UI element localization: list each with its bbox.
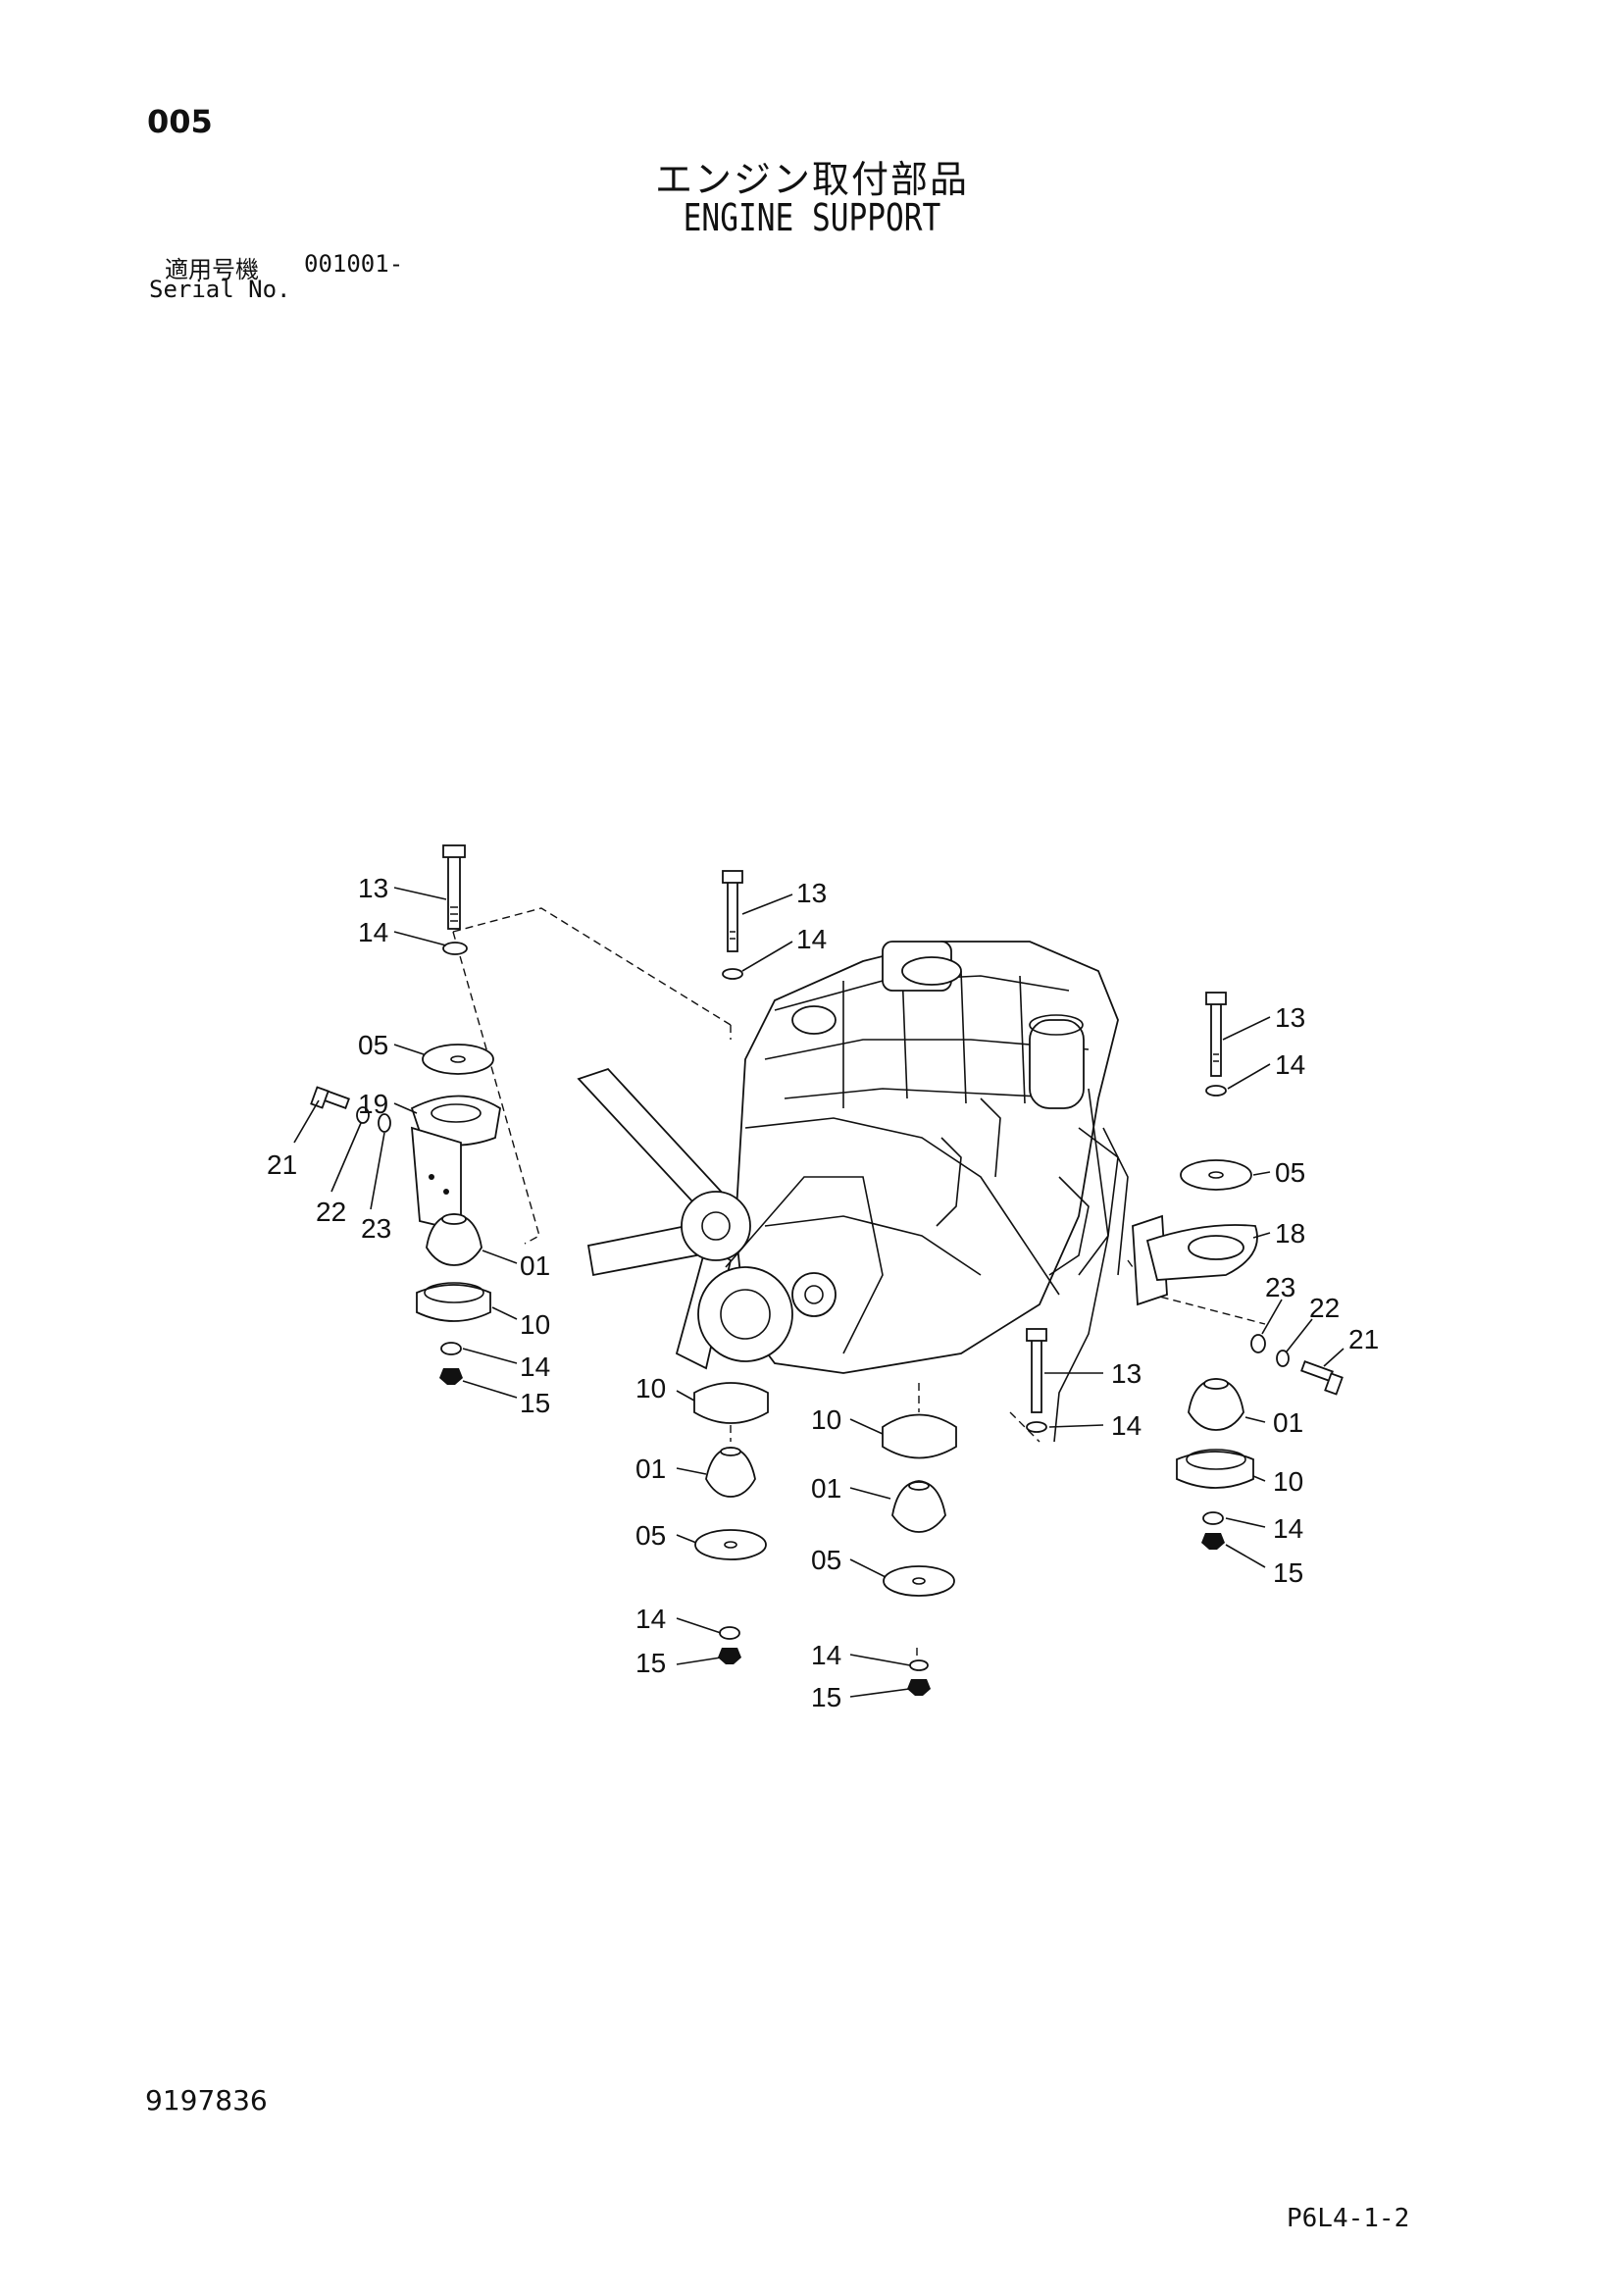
callout-01: 01 (811, 1473, 841, 1504)
callout-labels: 13 14 05 19 21 22 23 01 10 14 15 13 14 1… (267, 873, 1379, 1712)
left-mount-parts (310, 844, 501, 1385)
leader-lines (293, 887, 1345, 1698)
callout-14: 14 (796, 924, 827, 954)
callout-14: 14 (358, 917, 388, 947)
callout-13: 13 (796, 878, 827, 908)
document-number: 9197836 (145, 2084, 268, 2117)
bottom-center-stack (882, 1413, 957, 1696)
callout-13: 13 (1111, 1358, 1142, 1389)
callout-05: 05 (358, 1030, 388, 1060)
callout-19: 19 (358, 1089, 388, 1119)
callout-13: 13 (358, 873, 388, 903)
bottom-left-stack (693, 1382, 769, 1664)
page-title-english: ENGINE SUPPORT (683, 196, 941, 239)
callout-14: 14 (1273, 1513, 1303, 1544)
callout-10: 10 (520, 1309, 550, 1340)
callout-18: 18 (1275, 1218, 1305, 1249)
callout-15: 15 (520, 1388, 550, 1418)
callout-05: 05 (635, 1520, 666, 1551)
page-title-japanese: エンジン取付部品 (654, 158, 969, 201)
callout-21: 21 (267, 1149, 297, 1180)
callout-14: 14 (635, 1604, 666, 1634)
callout-10: 10 (811, 1404, 841, 1435)
right-mount-parts (1132, 992, 1344, 1550)
engine-illustration (577, 941, 1129, 1443)
serial-label-japanese: 適用号機 (165, 256, 259, 283)
callout-14: 14 (1111, 1410, 1142, 1441)
serial-range: 001001- (304, 250, 404, 278)
serial-label-english: Serial No. (149, 276, 291, 303)
callout-21: 21 (1348, 1324, 1379, 1354)
callout-01: 01 (1273, 1407, 1303, 1438)
callout-05: 05 (811, 1545, 841, 1575)
callout-15: 15 (811, 1682, 841, 1712)
callout-15: 15 (1273, 1557, 1303, 1588)
callout-05: 05 (1275, 1157, 1305, 1188)
page-number: 005 (147, 103, 213, 140)
callout-23: 23 (1265, 1272, 1295, 1302)
callout-14: 14 (1275, 1049, 1305, 1080)
callout-22: 22 (316, 1197, 346, 1227)
front-right-bolt-parts (1026, 1328, 1047, 1433)
callout-13: 13 (1275, 1002, 1305, 1033)
callout-10: 10 (1273, 1466, 1303, 1497)
callout-01: 01 (520, 1250, 550, 1281)
callout-01: 01 (635, 1454, 666, 1484)
top-center-parts (722, 870, 743, 980)
callout-10: 10 (635, 1373, 666, 1403)
callout-23: 23 (361, 1213, 391, 1244)
page-code: P6L4-1-2 (1287, 2204, 1410, 2233)
callout-14: 14 (811, 1640, 841, 1670)
callout-22: 22 (1309, 1293, 1340, 1323)
callout-14: 14 (520, 1352, 550, 1382)
callout-15: 15 (635, 1648, 666, 1678)
